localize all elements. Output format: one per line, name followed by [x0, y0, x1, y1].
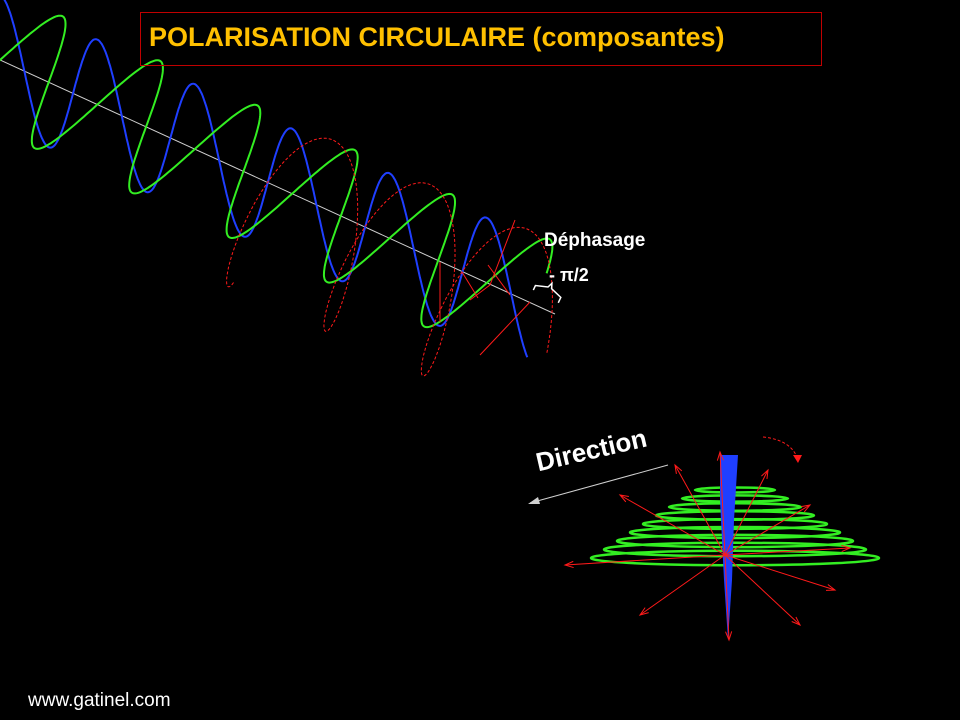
- field-vector-arrow: [724, 554, 836, 591]
- field-vector-arrow: [469, 284, 491, 301]
- propagation-axis: [0, 59, 556, 315]
- dephasage-label: Déphasage: [544, 230, 646, 251]
- arrowhead: [841, 544, 852, 553]
- arrowhead: [716, 450, 724, 461]
- field-vector-arrow: [724, 554, 730, 641]
- field-vector-arrow: [461, 271, 479, 299]
- field-vector-arrow: [639, 554, 726, 616]
- field-vector-arrow: [619, 494, 726, 556]
- direction-arrow: [529, 464, 669, 504]
- arrowhead: [674, 463, 683, 474]
- direction-arrowhead: [528, 497, 540, 504]
- rotation-arrowhead: [793, 455, 802, 463]
- field-vector-arrow: [724, 554, 801, 626]
- horizontal-component-ellipse: [641, 517, 829, 531]
- arrowhead: [725, 631, 733, 642]
- horizontal-component-ellipse: [667, 502, 803, 512]
- horizontal-component-wave: [0, 14, 554, 329]
- arrowhead: [638, 607, 649, 616]
- field-vector-arrow: [724, 547, 851, 556]
- phase-brace: [532, 281, 562, 304]
- arrowhead: [618, 494, 629, 503]
- arrowhead: [801, 504, 812, 513]
- field-vector-arrow: [724, 469, 769, 556]
- field-vector-arrow: [487, 264, 511, 296]
- field-vector-arrow: [674, 464, 726, 556]
- arrowhead: [563, 560, 574, 569]
- horizontal-component-ellipse: [589, 549, 881, 567]
- arrowhead: [791, 616, 802, 626]
- phase-shift-label: - π/2: [549, 265, 589, 285]
- horizontal-component-ellipse: [628, 525, 842, 540]
- website-footer: www.gatinel.com: [28, 690, 171, 711]
- waves: [0, 0, 554, 377]
- end-view: [563, 450, 881, 642]
- rotation-arrow-icon: [762, 436, 799, 461]
- arrowhead: [825, 584, 837, 591]
- field-vector-arrow: [564, 554, 726, 566]
- field-vector-arrow: [724, 504, 811, 556]
- page-title: POLARISATION CIRCULAIRE (composantes): [149, 22, 725, 52]
- horizontal-component-ellipse: [602, 541, 868, 558]
- field-vector-arrow: [719, 451, 726, 556]
- resultant-helix: [226, 137, 553, 377]
- field-vector-arrow: [479, 301, 531, 356]
- arrowhead: [761, 468, 769, 479]
- title-box: POLARISATION CIRCULAIRE (composantes): [140, 12, 822, 66]
